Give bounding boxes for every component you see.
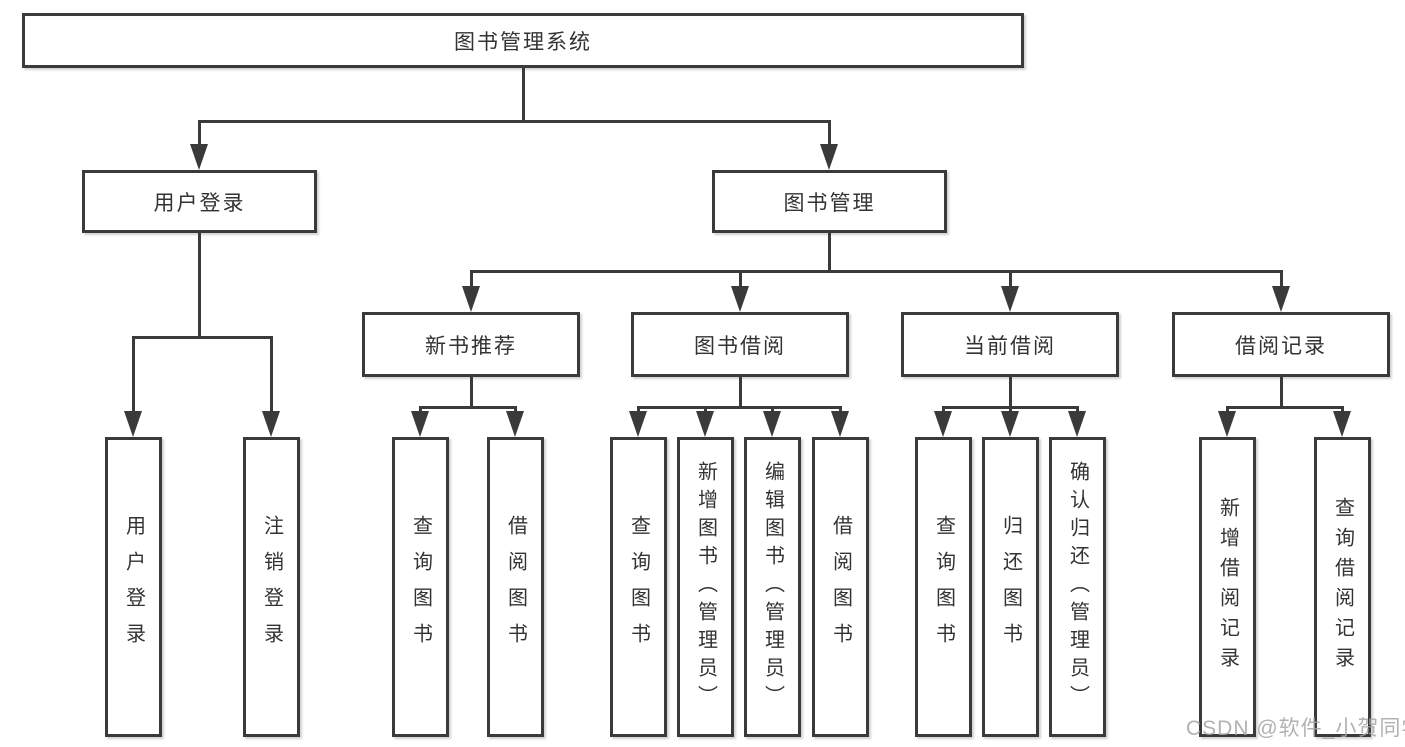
node-borrowing-records: 借阅记录 (1172, 312, 1390, 377)
connector-borrowing-records-stub (1280, 377, 1283, 406)
leaf-add-borrow-record: 新增借阅记录 (1199, 437, 1256, 737)
node-new-book-recommendation-label: 新书推荐 (425, 334, 517, 358)
node-root-label: 图书管理系统 (454, 30, 592, 54)
connector-to-book-management (828, 120, 831, 146)
leaf-return-books-label: 归还图书 (999, 515, 1022, 659)
connector-current-borrowing-stub (1009, 377, 1012, 406)
connector-root-stub (522, 68, 525, 120)
arrow-down-icon-leaf-logout (262, 411, 280, 437)
arrow-down-icon-new-book-recommendation (462, 286, 480, 312)
connector-book-borrowing-branch (637, 406, 841, 409)
node-book-borrowing-label: 图书借阅 (694, 334, 786, 358)
connector-book-borrowing-stub (739, 377, 742, 406)
connector-to-leaf-borrow-books-recommend (514, 406, 517, 414)
connector-to-leaf-query-books-recommend (419, 406, 422, 414)
node-book-management-label: 图书管理 (783, 191, 876, 215)
node-root: 图书管理系统 (22, 13, 1024, 68)
leaf-add-books-admin: 新增图书（管理员） (677, 437, 734, 737)
connector-user-login-branch (132, 336, 273, 339)
leaf-logout: 注销登录 (243, 437, 300, 737)
arrow-down-icon-book-borrowing (731, 286, 749, 312)
connector-to-leaf-edit-books-admin (771, 406, 774, 414)
connector-to-leaf-query-books-current (942, 406, 945, 414)
leaf-confirm-return-admin: 确认归还（管理员） (1049, 437, 1106, 737)
connector-to-borrowing-records (1280, 270, 1283, 288)
connector-book-management-branch (470, 270, 1282, 273)
arrow-down-icon-leaf-confirm-return-admin (1068, 411, 1086, 437)
connector-to-leaf-query-borrow-record (1341, 406, 1344, 414)
connector-borrowing-records-branch (1226, 406, 1344, 409)
leaf-logout-label: 注销登录 (260, 515, 283, 659)
connector-to-leaf-user-login (132, 336, 135, 413)
connector-to-leaf-add-borrow-record (1226, 406, 1229, 414)
leaf-query-books-recommend: 查询图书 (392, 437, 449, 737)
arrow-down-icon-leaf-query-borrow-record (1333, 411, 1351, 437)
node-borrowing-records-label: 借阅记录 (1235, 334, 1327, 358)
leaf-borrow-books-borrowing: 借阅图书 (812, 437, 869, 737)
leaf-edit-books-admin: 编辑图书（管理员） (744, 437, 801, 737)
arrow-down-icon-user-login (190, 144, 208, 170)
leaf-query-books-borrowing: 查询图书 (610, 437, 667, 737)
arrow-down-icon-leaf-query-books-recommend (411, 411, 429, 437)
connector-to-leaf-add-books-admin (704, 406, 707, 414)
connector-to-book-borrowing (739, 270, 742, 288)
connector-root-branch (198, 120, 831, 123)
arrow-down-icon-borrowing-records (1272, 286, 1290, 312)
leaf-edit-books-admin-label: 编辑图书（管理员） (761, 461, 784, 713)
leaf-query-borrow-record: 查询借阅记录 (1314, 437, 1371, 737)
node-user-login: 用户登录 (82, 170, 317, 233)
arrow-down-icon-book-management (820, 144, 838, 170)
arrow-down-icon-leaf-add-books-admin (696, 411, 714, 437)
watermark-csdn: CSDN @软件_小贺同学 (1186, 717, 1405, 740)
leaf-query-books-recommend-label: 查询图书 (409, 515, 432, 659)
arrow-down-icon-leaf-add-borrow-record (1218, 411, 1236, 437)
arrow-down-icon-leaf-query-books-current (934, 411, 952, 437)
leaf-query-books-current-label: 查询图书 (932, 515, 955, 659)
leaf-query-books-borrowing-label: 查询图书 (627, 515, 650, 659)
leaf-query-books-current: 查询图书 (915, 437, 972, 737)
leaf-add-borrow-record-label: 新增借阅记录 (1216, 497, 1239, 677)
connector-to-user-login (198, 120, 201, 146)
leaf-add-books-admin-label: 新增图书（管理员） (694, 461, 717, 713)
arrow-down-icon-leaf-user-login (124, 411, 142, 437)
connector-user-login-stub (198, 233, 201, 336)
leaf-return-books: 归还图书 (982, 437, 1039, 737)
leaf-borrow-books-recommend-label: 借阅图书 (504, 515, 527, 659)
node-user-login-label: 用户登录 (153, 191, 246, 215)
node-current-borrowing: 当前借阅 (901, 312, 1119, 377)
node-book-borrowing: 图书借阅 (631, 312, 849, 377)
node-current-borrowing-label: 当前借阅 (964, 334, 1056, 358)
connector-new-book-recommendation-branch (419, 406, 516, 409)
connector-new-book-recommendation-stub (470, 377, 473, 406)
connector-to-leaf-query-books-borrowing (637, 406, 640, 414)
arrow-down-icon-leaf-borrow-books-recommend (506, 411, 524, 437)
arrow-down-icon-leaf-return-books (1001, 411, 1019, 437)
connector-to-current-borrowing (1009, 270, 1012, 288)
connector-book-management-stub (828, 232, 831, 270)
arrow-down-icon-leaf-edit-books-admin (763, 411, 781, 437)
leaf-borrow-books-borrowing-label: 借阅图书 (829, 515, 852, 659)
arrow-down-icon-current-borrowing (1001, 286, 1019, 312)
leaf-query-borrow-record-label: 查询借阅记录 (1331, 497, 1354, 677)
connector-to-leaf-return-books (1009, 406, 1012, 414)
leaf-confirm-return-admin-label: 确认归还（管理员） (1066, 461, 1089, 713)
connector-to-leaf-borrow-books-borrowing (839, 406, 842, 414)
leaf-borrow-books-recommend: 借阅图书 (487, 437, 544, 737)
connector-to-new-book-recommendation (470, 270, 473, 288)
arrow-down-icon-leaf-borrow-books-borrowing (831, 411, 849, 437)
arrow-down-icon-leaf-query-books-borrowing (629, 411, 647, 437)
node-book-management: 图书管理 (712, 170, 947, 233)
connector-to-leaf-confirm-return-admin (1076, 406, 1079, 414)
leaf-user-login-label: 用户登录 (122, 515, 145, 659)
connector-to-leaf-logout (270, 336, 273, 413)
node-new-book-recommendation: 新书推荐 (362, 312, 580, 377)
leaf-user-login: 用户登录 (105, 437, 162, 737)
